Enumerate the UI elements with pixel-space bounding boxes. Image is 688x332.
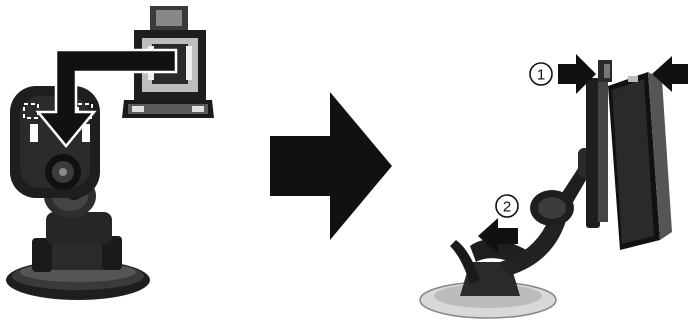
step-1-label: 1 [537,67,545,84]
suction-cup-left-icon [6,212,150,300]
right-assembly: 1 2 [419,54,688,319]
direction-arrow-shaft [270,136,332,196]
step-2-arrow-icon [478,218,518,254]
step-1-arrow-left-icon [558,54,596,94]
gps-device-icon [608,72,672,250]
step-2-label: 2 [503,199,511,216]
step-1-marker: 1 [529,62,553,86]
mount-cradle-icon [586,60,612,228]
step-2-marker: 2 [495,194,519,218]
step-1-arrow-right-icon [652,56,688,92]
left-assembly [6,6,214,300]
insert-arrow-icon [35,48,178,148]
